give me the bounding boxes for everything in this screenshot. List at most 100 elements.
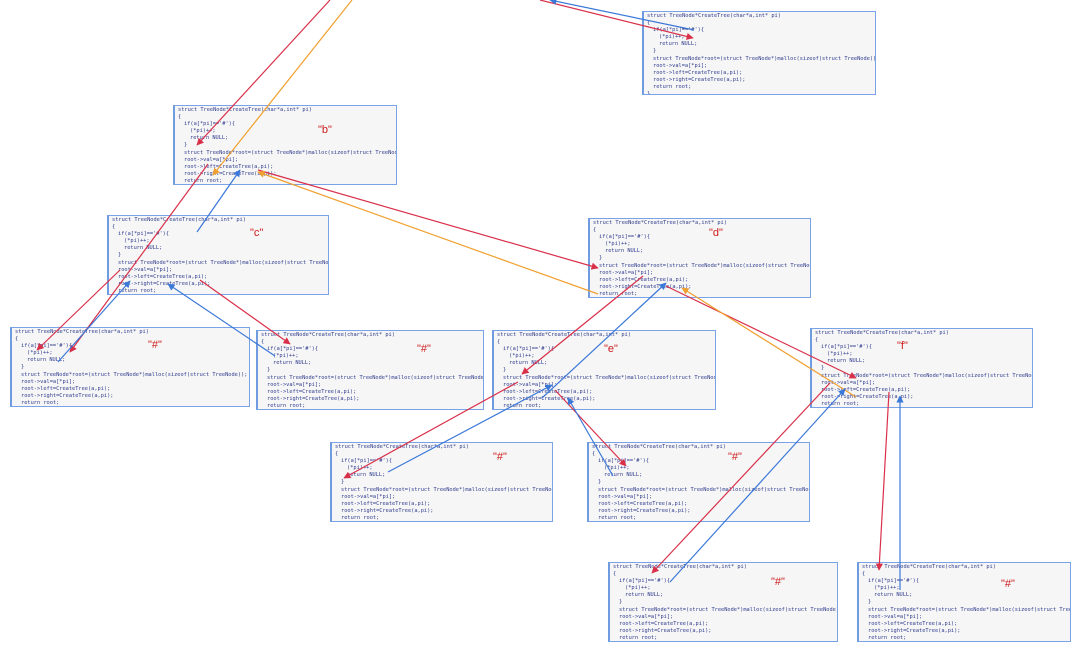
code-line: struct TreeNode*root=(struct TreeNode*)m… bbox=[21, 371, 248, 378]
code-line: struct TreeNode*root=(struct TreeNode*)m… bbox=[598, 486, 810, 493]
code-line: struct TreeNode*root=(struct TreeNode*)m… bbox=[267, 374, 484, 381]
code-line: root->val=a[*pi]; bbox=[267, 381, 322, 388]
code-line: return root; bbox=[619, 634, 658, 641]
code-line: root->left=CreateTree(a,pi); bbox=[267, 388, 357, 395]
code-line: (*pi)++; bbox=[827, 351, 853, 358]
code-line: if(a[*pi]=='#'){ bbox=[21, 343, 73, 350]
code-line: return root; bbox=[598, 514, 637, 521]
frame-f: struct TreeNode*CreateTree(char*a,int* p… bbox=[810, 328, 1033, 408]
label-d: "d" bbox=[709, 227, 723, 239]
code-line: root->right=CreateTree(a,pi); bbox=[21, 392, 114, 399]
code-line: struct TreeNode*CreateTree(char*a,int* p… bbox=[592, 444, 726, 450]
code-line: } bbox=[341, 479, 345, 486]
code-line: return NULL; bbox=[604, 472, 643, 479]
code-line: root->val=a[*pi]; bbox=[868, 613, 923, 620]
code-line: root->right=CreateTree(a,pi); bbox=[868, 627, 961, 634]
code-line: struct TreeNode*CreateTree(char*a,int* p… bbox=[335, 444, 469, 450]
frame-hash2: struct TreeNode*CreateTree(char*a,int* p… bbox=[256, 330, 484, 410]
code-line: return root; bbox=[21, 399, 60, 406]
code-line: { bbox=[592, 451, 596, 458]
code-line: } bbox=[821, 365, 825, 372]
code-line: } bbox=[503, 367, 507, 374]
code-line: root->right=CreateTree(a,pi); bbox=[653, 76, 746, 83]
frame-hash1: struct TreeNode*CreateTree(char*a,int* p… bbox=[10, 327, 250, 407]
code-line: if(a[*pi]=='#'){ bbox=[653, 27, 705, 34]
code-line: root->left=CreateTree(a,pi); bbox=[21, 385, 111, 392]
code-line: if(a[*pi]=='#'){ bbox=[599, 234, 651, 241]
code-line: root->left=CreateTree(a,pi); bbox=[598, 500, 688, 507]
code-line: } bbox=[619, 599, 623, 606]
code-line: return NULL; bbox=[827, 358, 866, 365]
frame-d: struct TreeNode*CreateTree(char*a,int* p… bbox=[588, 218, 811, 298]
code-line: } bbox=[184, 142, 188, 149]
code-line: return root; bbox=[503, 402, 542, 409]
label-c: "c" bbox=[250, 227, 264, 239]
code-line: root->val=a[*pi]; bbox=[598, 493, 653, 500]
code-line: (*pi)++; bbox=[604, 465, 630, 472]
code-line: return NULL; bbox=[605, 248, 644, 255]
code-listing: struct TreeNode*CreateTree(char*a,int* p… bbox=[109, 216, 329, 294]
code-line: { bbox=[335, 451, 339, 458]
arrow-call bbox=[875, 391, 890, 571]
code-line: { bbox=[647, 20, 651, 27]
code-listing: struct TreeNode*CreateTree(char*a,int* p… bbox=[12, 328, 249, 406]
frame-c: struct TreeNode*CreateTree(char*a,int* p… bbox=[107, 215, 329, 295]
code-line: root->val=a[*pi]; bbox=[184, 156, 239, 163]
code-line: struct TreeNode*CreateTree(char*a,int* p… bbox=[613, 564, 747, 570]
frame-hash4: struct TreeNode*CreateTree(char*a,int* p… bbox=[587, 442, 810, 522]
code-line: root->right=CreateTree(a,pi); bbox=[598, 507, 691, 514]
code-line: return NULL; bbox=[874, 592, 913, 599]
code-line: { bbox=[261, 339, 265, 346]
code-line: root->val=a[*pi]; bbox=[599, 269, 654, 276]
code-line: (*pi)++; bbox=[124, 238, 150, 245]
code-line: root->left=CreateTree(a,pi); bbox=[619, 620, 709, 627]
code-line: return root; bbox=[341, 514, 380, 521]
code-line: { bbox=[15, 336, 19, 343]
frame-top: struct TreeNode*CreateTree(char*a,int* p… bbox=[642, 11, 876, 95]
code-line: root->left=CreateTree(a,pi); bbox=[341, 500, 431, 507]
code-line: } bbox=[598, 479, 602, 486]
code-line: root->val=a[*pi]; bbox=[653, 62, 708, 69]
code-line: struct TreeNode*CreateTree(char*a,int* p… bbox=[862, 564, 996, 570]
code-line: } bbox=[599, 255, 603, 262]
label-e: "e" bbox=[604, 343, 618, 355]
code-line: struct TreeNode*root=(struct TreeNode*)m… bbox=[184, 149, 397, 156]
code-line: struct TreeNode*root=(struct TreeNode*)m… bbox=[599, 262, 811, 269]
label-hash1: "#" bbox=[148, 339, 162, 351]
code-listing: struct TreeNode*CreateTree(char*a,int* p… bbox=[332, 443, 552, 521]
label-hash5: "#" bbox=[771, 576, 785, 588]
code-listing: struct TreeNode*CreateTree(char*a,int* p… bbox=[610, 563, 837, 641]
code-listing: struct TreeNode*CreateTree(char*a,int* p… bbox=[812, 329, 1033, 407]
code-line: return NULL; bbox=[659, 41, 698, 48]
code-line: root->left=CreateTree(a,pi); bbox=[118, 273, 208, 280]
code-line: struct TreeNode*root=(struct TreeNode*)m… bbox=[821, 372, 1033, 379]
code-line: if(a[*pi]=='#'){ bbox=[341, 458, 393, 465]
code-line: } bbox=[647, 91, 651, 95]
code-line: struct TreeNode*root=(struct TreeNode*)m… bbox=[118, 259, 329, 266]
code-line: return root; bbox=[599, 290, 638, 297]
code-line: return NULL; bbox=[27, 357, 66, 364]
code-line: struct TreeNode*root=(struct TreeNode*)m… bbox=[868, 606, 1070, 613]
code-line: if(a[*pi]=='#'){ bbox=[821, 344, 873, 351]
code-listing: struct TreeNode*CreateTree(char*a,int* p… bbox=[859, 563, 1070, 641]
code-line: root->left=CreateTree(a,pi); bbox=[184, 163, 274, 170]
code-line: root->val=a[*pi]; bbox=[21, 378, 76, 385]
code-line: return root; bbox=[118, 287, 157, 294]
code-line: struct TreeNode*root=(struct TreeNode*)m… bbox=[503, 374, 716, 381]
code-line: { bbox=[593, 227, 597, 234]
code-line: } bbox=[118, 252, 122, 259]
code-line: root->val=a[*pi]; bbox=[341, 493, 396, 500]
label-hash6: "#" bbox=[1001, 578, 1015, 590]
frame-e: struct TreeNode*CreateTree(char*a,int* p… bbox=[492, 330, 716, 410]
code-line: root->val=a[*pi]; bbox=[118, 266, 173, 273]
code-line: struct TreeNode*CreateTree(char*a,int* p… bbox=[15, 329, 149, 335]
code-line: struct TreeNode*CreateTree(char*a,int* p… bbox=[593, 220, 727, 226]
code-line: root->right=CreateTree(a,pi); bbox=[821, 393, 914, 400]
code-line: { bbox=[112, 224, 116, 231]
code-line: return NULL; bbox=[124, 245, 163, 252]
code-line: (*pi)++; bbox=[347, 465, 373, 472]
code-line: root->right=CreateTree(a,pi); bbox=[184, 170, 277, 177]
code-line: if(a[*pi]=='#'){ bbox=[619, 578, 671, 585]
code-line: { bbox=[178, 114, 182, 121]
code-line: struct TreeNode*CreateTree(char*a,int* p… bbox=[497, 332, 631, 338]
